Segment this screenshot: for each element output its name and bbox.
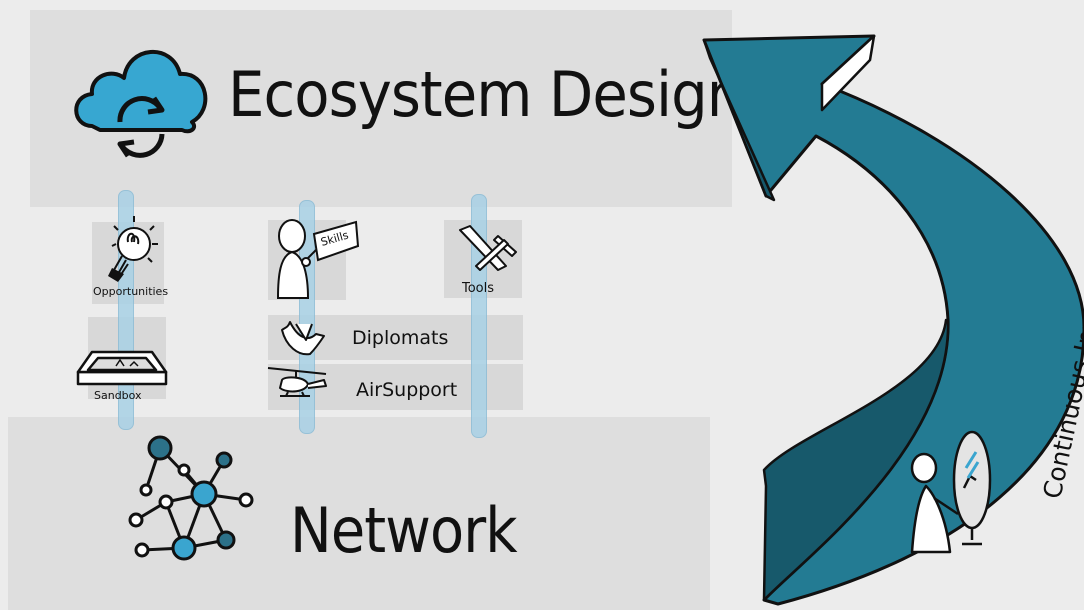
opportunities-label: Opportunities (93, 285, 169, 298)
person-mirror-icon (910, 430, 992, 554)
loop-arrow: Continuous Improvement (702, 34, 1084, 606)
air-support-label: AirSupport (356, 379, 458, 401)
tools-icon (459, 225, 517, 271)
helicopter-icon (267, 367, 327, 397)
lightbulb-icon (108, 216, 158, 282)
person-with-sign-icon: Skills (276, 219, 360, 299)
sandbox-icon (76, 350, 168, 386)
diplomats-label: Diplomats (352, 327, 449, 349)
tools-label: Tools (462, 281, 495, 296)
network-panel (8, 417, 710, 610)
cloud-sync-icon (74, 49, 208, 158)
page-title: Ecosystem Design (228, 58, 743, 131)
sandbox-label: Sandbox (94, 389, 142, 402)
dove-icon (281, 321, 325, 356)
network-title: Network (290, 494, 518, 567)
network-graph-icon (128, 435, 254, 561)
